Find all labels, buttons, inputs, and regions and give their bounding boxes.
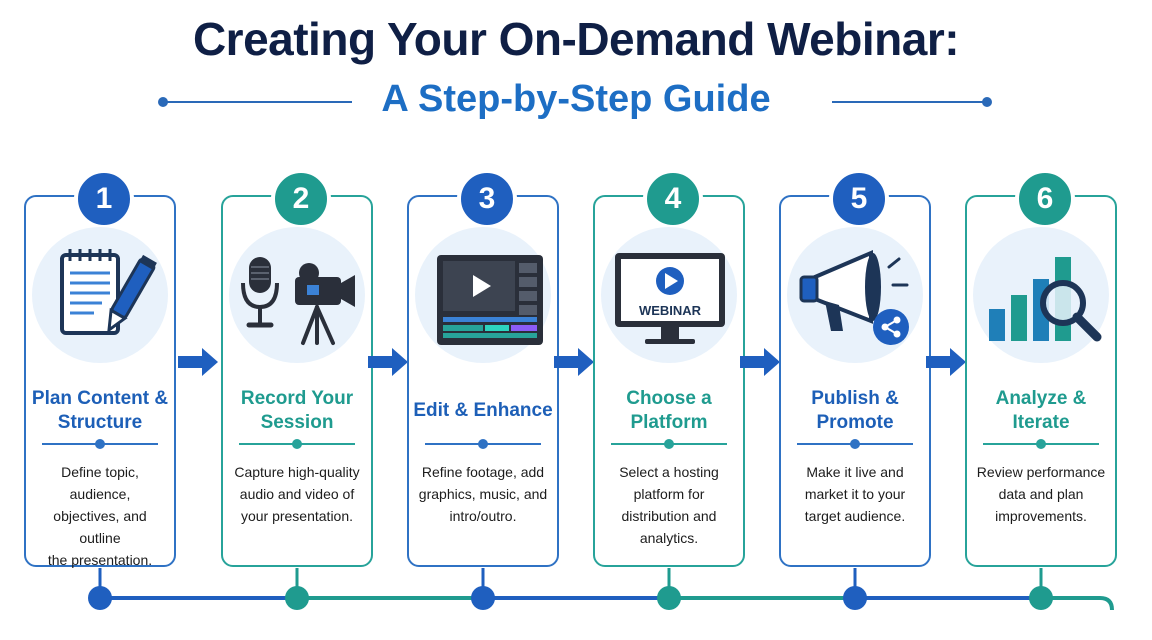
step-divider-dot: [1036, 439, 1046, 449]
step-description: Review performance data and plan improve…: [973, 461, 1109, 527]
step-card-1: 1 Plan Content & Structure: [24, 169, 176, 568]
webinar-monitor-icon: WEBINAR: [601, 227, 737, 363]
step-title-line: Structure: [57, 412, 143, 433]
step-title-line: Session: [260, 412, 334, 433]
arrow-right-icon: [368, 348, 408, 376]
step-title-line: Analyze &: [995, 388, 1087, 409]
microphone-camera-icon: [229, 227, 365, 363]
step-description-line: target audience.: [804, 508, 906, 524]
step-card-2: 2 Record Your Session Capture high-quali…: [221, 169, 373, 567]
progress-timeline: [88, 568, 1114, 611]
step-title-line: Publish &: [811, 388, 899, 409]
step-number-badge: 5: [829, 169, 889, 229]
step-number-badge: 4: [643, 169, 703, 229]
timeline-node-3: [471, 586, 495, 610]
webinar-label: WEBINAR: [639, 303, 702, 318]
arrow-right-icon: [740, 348, 780, 376]
step-title-line: Plan Content &: [31, 388, 169, 409]
step-divider-dot: [478, 439, 488, 449]
arrow-right-icon: [926, 348, 966, 376]
step-description: Capture high-quality audio and video of …: [229, 461, 365, 527]
notepad-pencil-icon: [32, 227, 168, 363]
step-description-line: distribution and: [621, 508, 717, 524]
step-card-3: 3 Edit & Enhance Refine footage, add gra…: [407, 169, 559, 567]
step-divider-dot: [850, 439, 860, 449]
step-description-line: Refine footage, add: [421, 464, 545, 480]
step-title-line: Iterate: [1012, 412, 1070, 433]
step-description-line: market it to your: [804, 486, 906, 502]
step-number-badge: 6: [1015, 169, 1075, 229]
step-description: Make it live and market it to your targe…: [787, 461, 923, 527]
step-description-line: platform for: [633, 486, 705, 502]
step-description-line: Select a hosting: [619, 464, 719, 480]
step-card-5: 5 Publish & Promote Make it live and mar…: [779, 169, 931, 567]
timeline-node-4: [657, 586, 681, 610]
step-description: Define topic, audience, objectives, and …: [32, 461, 168, 571]
timeline-node-5: [843, 586, 867, 610]
step-description-line: Review performance: [976, 464, 1106, 480]
step-title: Plan Content & Structure: [30, 387, 170, 435]
step-title-line: Record Your: [240, 388, 354, 409]
arrow-right-icon: [554, 348, 594, 376]
step-title: Choose a Platform: [599, 387, 739, 435]
step-description-line: objectives, and outline: [53, 508, 147, 546]
subtitle-row: A Step-by-Step Guide: [0, 78, 1152, 128]
step-divider-dot: [292, 439, 302, 449]
megaphone-share-icon: [787, 227, 923, 363]
step-title-line: Edit & Enhance: [413, 400, 553, 421]
video-editor-icon: [415, 227, 551, 363]
timeline-node-1: [88, 586, 112, 610]
page-subtitle: A Step-by-Step Guide: [381, 78, 771, 120]
step-title: Edit & Enhance: [413, 399, 553, 423]
step-description-line: Define topic, audience,: [61, 464, 139, 502]
step-number-badge: 2: [271, 169, 331, 229]
step-divider-dot: [95, 439, 105, 449]
step-title: Analyze & Iterate: [971, 387, 1111, 435]
step-card-6: 6 Analyze & Iterate Review performance d…: [965, 169, 1117, 567]
subtitle-left-line: [166, 101, 352, 103]
step-title-line: Platform: [630, 412, 708, 433]
step-divider-dot: [664, 439, 674, 449]
step-title-line: Choose a: [626, 388, 712, 409]
page-title: Creating Your On-Demand Webinar:: [192, 13, 960, 65]
step-description-line: Capture high-quality: [234, 464, 360, 480]
subtitle-right-line: [832, 101, 984, 103]
timeline-node-2: [285, 586, 309, 610]
step-description-line: analytics.: [639, 530, 699, 546]
step-title: Publish & Promote: [785, 387, 925, 435]
step-description-line: intro/outro.: [449, 508, 517, 524]
step-card-4: 4 WEBINAR Choose a Platform Select a hos…: [593, 169, 745, 567]
step-description-line: the presentation.: [47, 552, 153, 568]
step-description: Refine footage, add graphics, music, and…: [415, 461, 551, 527]
bar-chart-magnifier-icon: [973, 227, 1109, 363]
arrow-right-icon: [178, 348, 218, 376]
timeline-end-curve: [1041, 596, 1114, 611]
step-number-badge: 1: [74, 169, 134, 229]
step-number-badge: 3: [457, 169, 517, 229]
step-description-line: data and plan: [998, 486, 1084, 502]
step-description-line: your presentation.: [240, 508, 354, 524]
step-description-line: Make it live and: [806, 464, 904, 480]
step-title: Record Your Session: [227, 387, 367, 435]
step-description-line: audio and video of: [239, 486, 355, 502]
step-title-line: Promote: [816, 412, 894, 433]
subtitle-right-dot: [982, 97, 992, 107]
step-description-line: graphics, music, and: [418, 486, 548, 502]
timeline-node-6: [1029, 586, 1053, 610]
subtitle-left-dot: [158, 97, 168, 107]
step-description-line: improvements.: [995, 508, 1087, 524]
step-description: Select a hosting platform for distributi…: [601, 461, 737, 549]
